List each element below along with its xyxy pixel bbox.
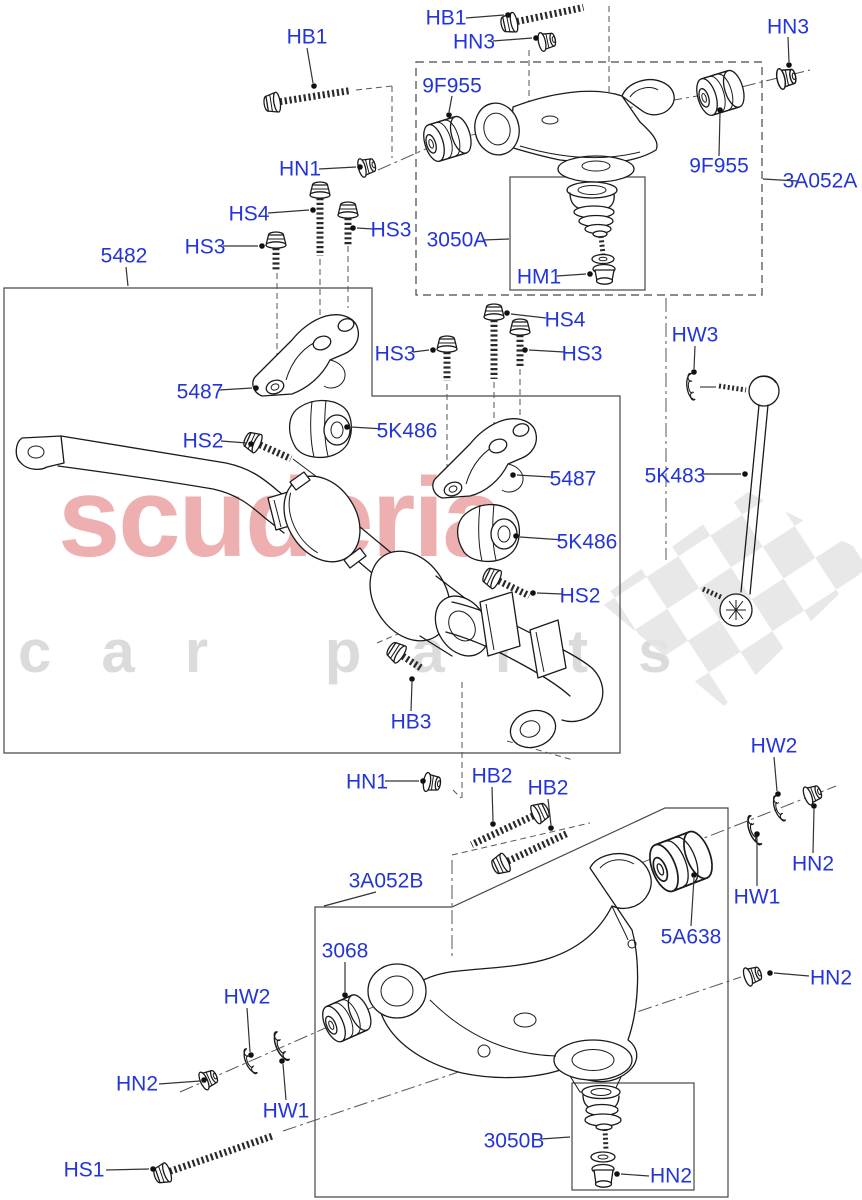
ball-joint-3050a bbox=[566, 181, 618, 285]
bolt-hs3-top-left bbox=[265, 231, 287, 271]
bolt-hb3 bbox=[383, 638, 424, 672]
washer-hw1-left bbox=[269, 1030, 291, 1064]
part-label-3a052b: 3A052B bbox=[348, 869, 424, 893]
bolt-hs4-top bbox=[309, 181, 331, 256]
washer-hw1-right bbox=[743, 814, 763, 848]
part-label-hs3-mid-left: HS3 bbox=[374, 342, 416, 366]
part-label-hn2-right-mid: HN2 bbox=[809, 966, 853, 990]
part-label-5487-right: 5487 bbox=[549, 467, 597, 491]
part-label-hn3-top-right: HN3 bbox=[766, 15, 810, 39]
bracket-5487-left bbox=[252, 314, 360, 397]
nut-hn2-right-upper bbox=[800, 781, 825, 807]
nut-hn3-right bbox=[774, 64, 799, 91]
lower-control-arm bbox=[367, 853, 652, 1093]
box-5482 bbox=[3, 287, 621, 754]
bushing-9f955-left bbox=[419, 113, 476, 165]
part-label-hn3-top-center: HN3 bbox=[452, 30, 496, 54]
part-label-hw2-left: HW2 bbox=[223, 985, 271, 1009]
bolt-hb2-left bbox=[470, 799, 553, 848]
bolt-hs2-upper bbox=[240, 428, 293, 462]
part-label-hw1-right: HW1 bbox=[733, 885, 781, 909]
bolt-hs1 bbox=[150, 1132, 274, 1187]
part-label-hs3-mid-right: HS3 bbox=[561, 342, 603, 366]
leader-lines bbox=[105, 12, 817, 1177]
washer-hw3 bbox=[684, 372, 696, 402]
box-3a052b bbox=[314, 807, 729, 1198]
part-label-hs3-top-left: HS3 bbox=[184, 235, 226, 259]
part-label-5a638: 5A638 bbox=[660, 925, 722, 949]
bolt-hs3-top-right bbox=[337, 201, 359, 245]
part-label-hs2-upper: HS2 bbox=[182, 429, 224, 453]
nut-hn2-left bbox=[196, 1066, 221, 1092]
part-label-hb2-right: HB2 bbox=[527, 776, 569, 800]
bracket-5487-right bbox=[432, 418, 538, 499]
upper-control-arm bbox=[474, 79, 675, 183]
part-label-5k486-upper: 5K486 bbox=[376, 419, 438, 443]
part-label-hn2-left: HN2 bbox=[115, 1072, 159, 1096]
part-label-hb2-left: HB2 bbox=[471, 764, 513, 788]
washer-hw2-right bbox=[769, 794, 787, 824]
part-label-9f955-left: 9F955 bbox=[422, 74, 482, 98]
part-label-5k486-lower: 5K486 bbox=[556, 530, 618, 554]
part-label-hn1-top: HN1 bbox=[278, 157, 322, 181]
nut-hn3-center bbox=[535, 29, 558, 53]
part-label-5487-left: 5487 bbox=[176, 380, 224, 404]
part-label-hs1: HS1 bbox=[63, 1158, 105, 1182]
bushing-3068 bbox=[317, 990, 377, 1046]
bolt-hs2-lower bbox=[479, 564, 531, 599]
part-label-hw2-right: HW2 bbox=[750, 734, 798, 758]
part-label-3050a: 3050A bbox=[426, 228, 488, 252]
part-label-hm1: HM1 bbox=[516, 265, 562, 289]
part-label-hs2-lower: HS2 bbox=[559, 584, 601, 608]
stabilizer-bar bbox=[15, 435, 604, 749]
stabilizer-link-5k483 bbox=[701, 375, 780, 627]
bushing-5k486-lower bbox=[457, 503, 521, 563]
part-label-hw3: HW3 bbox=[671, 323, 719, 347]
part-label-hb3: HB3 bbox=[390, 710, 432, 734]
part-label-hb1-top-left: HB1 bbox=[286, 25, 328, 49]
part-label-hs4-mid: HS4 bbox=[544, 308, 586, 332]
washer-hw2-left bbox=[240, 1047, 258, 1077]
nut-hn2-right-mid bbox=[740, 962, 765, 988]
bolt-hb1-top-center bbox=[498, 4, 585, 36]
bushing-5a638 bbox=[643, 826, 719, 897]
part-label-hb1-top-center: HB1 bbox=[425, 6, 467, 30]
bushing-5k486-upper bbox=[289, 399, 353, 459]
part-label-hn2-bottom: HN2 bbox=[649, 1164, 693, 1188]
part-label-3a052a: 3A052A bbox=[782, 169, 858, 193]
part-label-hn1-lower: HN1 bbox=[345, 770, 389, 794]
part-label-3050b: 3050B bbox=[483, 1129, 545, 1153]
part-label-3068: 3068 bbox=[321, 939, 369, 963]
part-label-hn2-right-upper: HN2 bbox=[791, 852, 835, 876]
part-label-hs3-top-right: HS3 bbox=[370, 218, 412, 242]
box-3a052a bbox=[415, 61, 763, 296]
part-label-hs4-top: HS4 bbox=[228, 202, 270, 226]
part-label-5482: 5482 bbox=[100, 244, 148, 268]
bolt-hs4-mid bbox=[483, 303, 505, 379]
part-label-9f955-right: 9F955 bbox=[689, 154, 749, 178]
part-label-hw1-left: HW1 bbox=[262, 1099, 310, 1123]
bolt-hb2-right bbox=[488, 830, 570, 878]
bolt-hs3-mid-left bbox=[436, 335, 458, 381]
ball-joint-3050b bbox=[581, 1084, 622, 1188]
part-label-5k483: 5K483 bbox=[644, 464, 706, 488]
bolt-hs3-mid-right bbox=[509, 318, 531, 366]
bolt-hb1-top-left bbox=[261, 86, 352, 115]
box-3050b bbox=[571, 1082, 695, 1191]
